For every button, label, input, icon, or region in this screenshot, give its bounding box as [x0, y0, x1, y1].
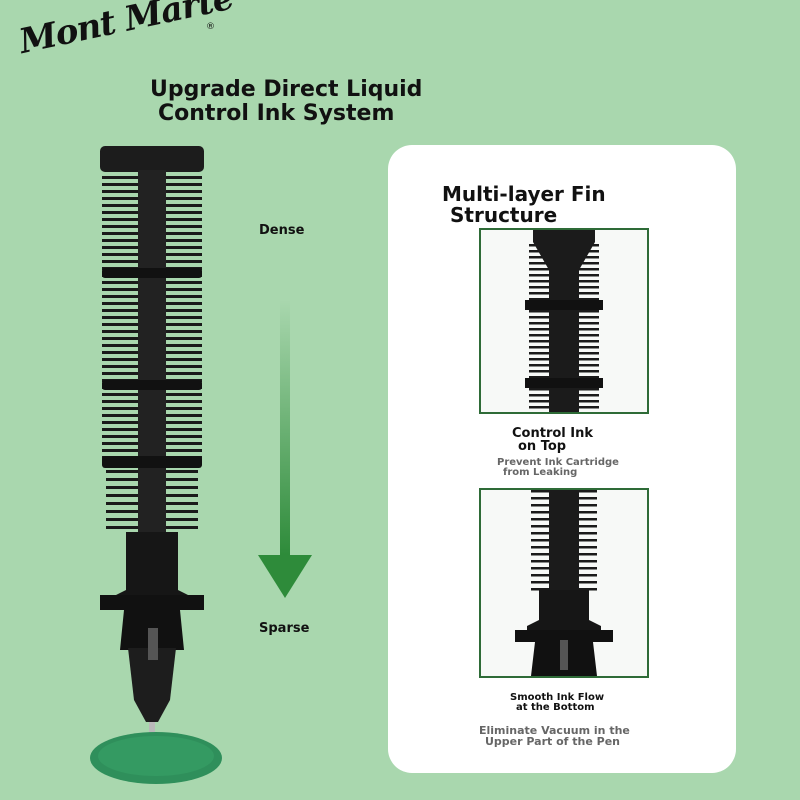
feature2-title-line1: Smooth Ink Flow — [510, 692, 605, 703]
pen-ring — [102, 268, 202, 278]
pen-top-cap — [100, 146, 204, 172]
feature1-sub-line2: from Leaking — [503, 467, 578, 478]
pen-window — [148, 628, 158, 660]
pen-cartridge-illustration — [100, 146, 204, 758]
panel-title-line2: Structure — [450, 203, 558, 227]
pen-nib-cone — [128, 648, 176, 722]
pen-ring — [102, 380, 202, 390]
panel-title: Multi-layer Fin Structure — [442, 184, 606, 226]
feature2-sub-line1: Eliminate Vacuum in the — [479, 724, 630, 737]
feature2-subtitle: Eliminate Vacuum in the Upper Part of th… — [479, 725, 630, 747]
pen-flange — [100, 595, 204, 650]
pen-core — [138, 170, 166, 550]
zoom-top-fins-drawing — [525, 230, 603, 412]
headline: Upgrade Direct Liquid Control Ink System — [150, 78, 480, 126]
feature1-title-line1: Control Ink — [512, 426, 594, 441]
registered-mark: ® — [206, 22, 215, 32]
brand-logo-text: Mont Marte — [15, 0, 237, 62]
feature2-title-line2: at the Bottom — [516, 702, 595, 713]
feature2-sub-line2: Upper Part of the Pen — [485, 735, 621, 748]
feature1-title-line2: on Top — [518, 439, 567, 454]
label-dense: Dense — [259, 223, 305, 238]
feature2-title: Smooth Ink Flow at the Bottom — [510, 693, 604, 713]
feature1-sub-line1: Prevent Ink Cartridge — [497, 457, 619, 468]
brand-logo: Mont Marte ® — [16, 0, 237, 88]
ink-pool — [90, 732, 222, 784]
pen-lower-body — [114, 532, 190, 610]
headline-line1: Upgrade Direct Liquid — [150, 77, 423, 102]
pen-ring — [102, 456, 202, 468]
zoom-top-fins-image — [479, 228, 649, 414]
feature1-title: Control Ink on Top — [512, 427, 593, 453]
feature1-subtitle: Prevent Ink Cartridge from Leaking — [497, 458, 619, 478]
zoom-bottom-fins-image — [479, 488, 649, 678]
label-sparse: Sparse — [259, 621, 310, 636]
headline-line2: Control Ink System — [158, 101, 395, 126]
panel-title-line1: Multi-layer Fin — [442, 182, 606, 206]
zoom-bottom-fins-drawing — [515, 490, 613, 676]
flow-down-arrow-icon — [258, 300, 312, 598]
